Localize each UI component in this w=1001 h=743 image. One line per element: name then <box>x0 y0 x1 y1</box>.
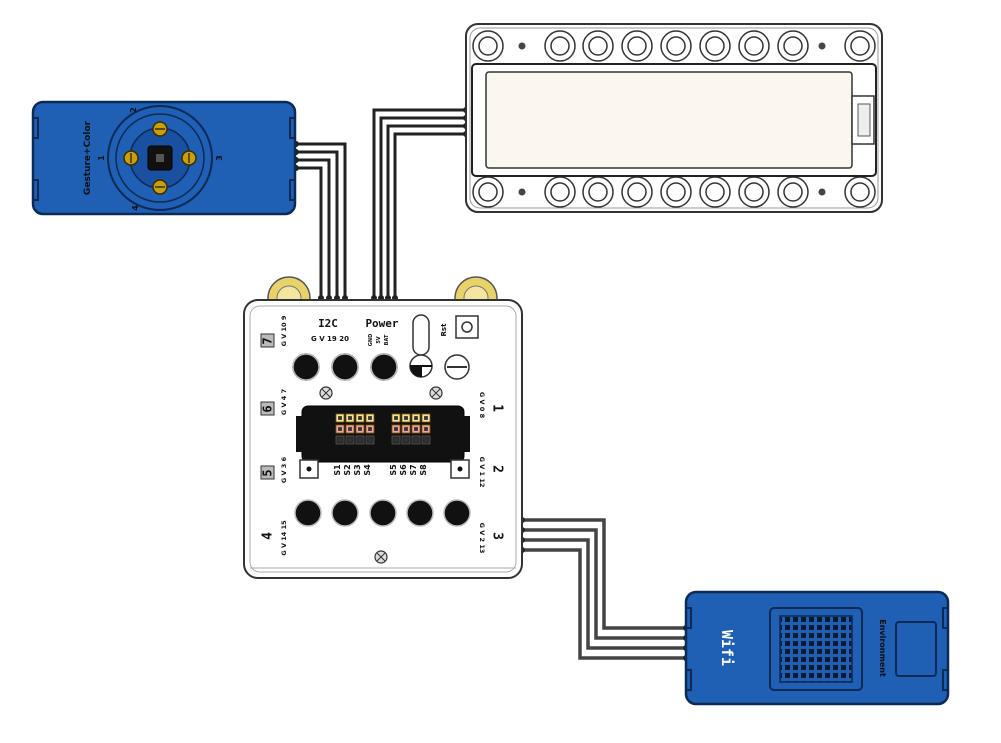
controller-screw-hole <box>518 188 526 196</box>
servo-label-s7: S7 <box>409 464 418 475</box>
port-2-number: 2 <box>490 465 505 473</box>
port-1-pins: G V 0 8 <box>478 392 486 419</box>
header-pin-hole <box>368 438 372 442</box>
servo-header-pins <box>335 413 431 445</box>
gesture-number-3: 3 <box>215 155 224 161</box>
header-pin-hole <box>338 438 342 442</box>
gesture-number-2: 2 <box>129 107 138 113</box>
power-pin-5v: 5V <box>376 336 382 343</box>
controller-top-pegs <box>472 30 876 62</box>
servo-label-s6: S6 <box>399 464 408 476</box>
servo-labels: S1 S2 S3 S4 S5 S6 S7 S8 <box>333 464 428 476</box>
controller-core <box>485 71 853 169</box>
header-pin-hole <box>394 416 398 420</box>
environment-sensor-grill <box>779 615 853 683</box>
environment-label: Environment <box>878 619 887 677</box>
controller-screw-hole <box>818 42 826 50</box>
wires-gesture-to-hub <box>296 142 347 298</box>
header-pin-hole <box>358 427 362 431</box>
reset-button[interactable] <box>461 321 473 333</box>
header-pin-hole <box>404 416 408 420</box>
i2c-label: I2C <box>318 317 338 330</box>
servo-label-s8: S8 <box>419 464 428 476</box>
servo-label-s1: S1 <box>333 464 342 476</box>
wifi-antenna-box <box>895 621 937 677</box>
servo-label-s5: S5 <box>389 464 398 476</box>
gesture-module-label: Gesture+Color <box>83 120 93 195</box>
port-4-number: 4 <box>261 532 276 540</box>
header-pin-hole <box>394 438 398 442</box>
header-pin-hole <box>348 438 352 442</box>
port-5-number: 5 <box>261 469 275 476</box>
header-pin-hole <box>404 427 408 431</box>
wires-hub-to-wifi <box>522 518 686 660</box>
header-pin-hole <box>414 416 418 420</box>
wifi-environment-module: Wifi Environment <box>684 590 950 706</box>
power-label: Power <box>365 317 398 330</box>
hub-top-connectors <box>292 353 398 381</box>
header-pin-hole <box>424 416 428 420</box>
header-pin-hole <box>424 438 428 442</box>
header-pin-hole <box>404 438 408 442</box>
wires-controller-to-hub <box>372 108 466 298</box>
controller-screw-hole <box>818 188 826 196</box>
gesture-number-1: 1 <box>97 155 106 161</box>
servo-label-s4: S4 <box>363 464 372 476</box>
header-pin-hole <box>358 438 362 442</box>
port-6-pins: G V 4 7 <box>280 389 288 415</box>
port-7-number: 7 <box>261 337 275 344</box>
i2c-pin-labels: G V 19 20 <box>311 335 349 343</box>
header-pin-hole <box>368 427 372 431</box>
power-pin-gnd: GND <box>368 334 374 346</box>
header-pin-hole <box>424 427 428 431</box>
port-5-pins: G V 3 6 <box>280 456 288 483</box>
controller-bottom-pegs <box>472 176 876 208</box>
hub-board: I2C G V 19 20 Power GND 5V BAT Rst <box>243 276 523 579</box>
header-pin-hole <box>348 416 352 420</box>
controller-screw-hole <box>518 42 526 50</box>
header-pin-hole <box>414 438 418 442</box>
gesture-color-module: Gesture+Color 1 2 3 4 <box>31 100 297 216</box>
header-pin-hole <box>368 416 372 420</box>
servo-label-s3: S3 <box>353 464 362 475</box>
header-pin-hole <box>358 416 362 420</box>
header-pin-hole <box>338 427 342 431</box>
header-pin-hole <box>394 427 398 431</box>
gesture-number-4: 4 <box>131 205 140 211</box>
hub-bottom-connectors <box>294 499 471 527</box>
rst-label: Rst <box>440 323 448 337</box>
header-pin-hole <box>338 416 342 420</box>
servo-label-s2: S2 <box>343 464 352 475</box>
controller-board <box>465 23 883 213</box>
port-6-number: 6 <box>261 405 275 412</box>
port-3-pins: G V 2 13 <box>478 523 486 554</box>
power-pin-bat: BAT <box>384 334 390 345</box>
port-2-pins: G V 1 12 <box>478 457 486 488</box>
port-7-pins: G V 10 9 <box>280 315 288 346</box>
port-1-number: 1 <box>490 404 505 412</box>
wifi-label: Wifi <box>718 630 736 666</box>
power-switch[interactable] <box>412 314 430 356</box>
header-pin-hole <box>414 427 418 431</box>
port-3-number: 3 <box>490 532 505 540</box>
header-pin-hole <box>348 427 352 431</box>
port-4-pins: G V 14 15 <box>280 520 288 556</box>
servo-header <box>301 405 465 463</box>
